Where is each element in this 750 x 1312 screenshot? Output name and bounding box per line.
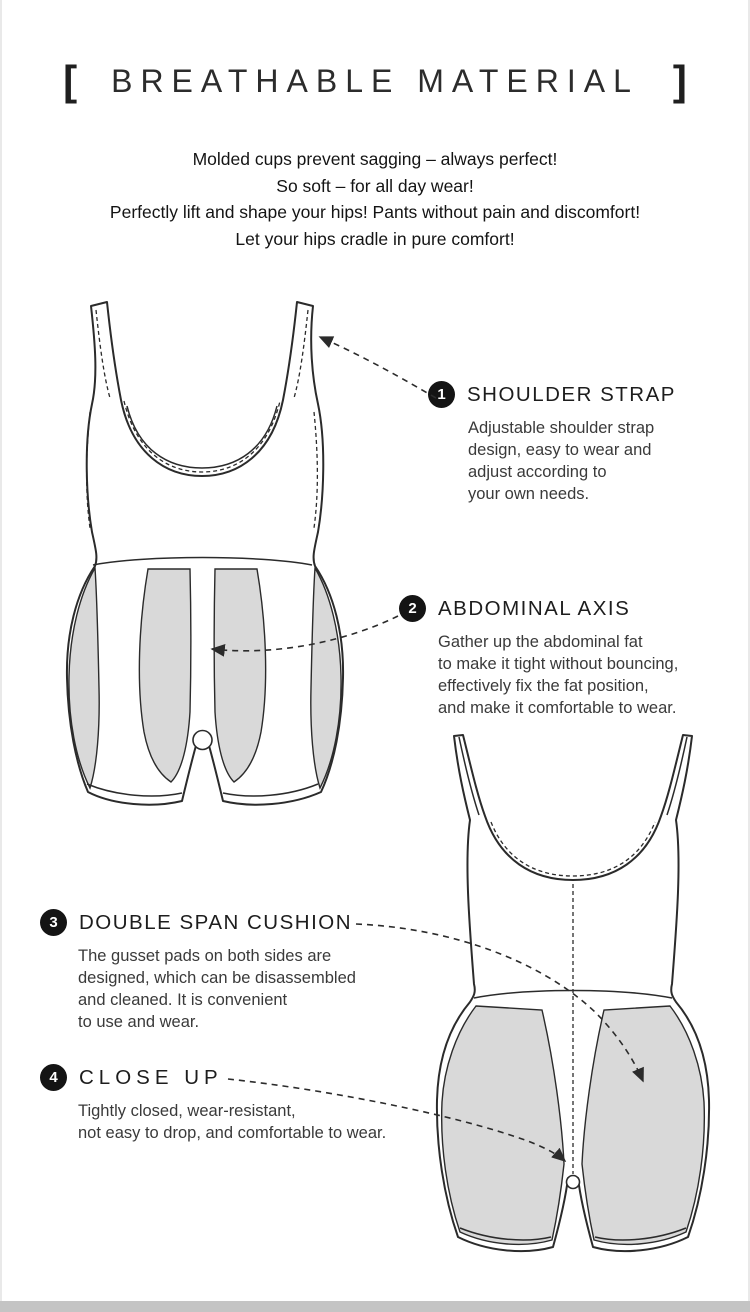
- feature-4-description: Tightly closed, wear-resistant, not easy…: [78, 1102, 387, 1142]
- front-neckline-inner: [126, 405, 278, 469]
- back-scoop-stitch: [490, 821, 656, 877]
- feature-3-title: DOUBLE SPAN CUSHION: [79, 910, 353, 934]
- feature-2-description: Gather up the abdominal fat to make it t…: [438, 633, 679, 717]
- intro-line-1: Molded cups prevent sagging – always per…: [192, 149, 558, 169]
- front-strap-stitch-left: [95, 309, 111, 399]
- front-armhole-stitch-left: [85, 411, 91, 529]
- front-waist-seam: [92, 556, 313, 566]
- feature-double-span-cushion-header: 3 DOUBLE SPAN CUSHION: [40, 909, 356, 936]
- back-bodysuit-illustration: [435, 734, 711, 1253]
- feature-double-span-cushion: 3 DOUBLE SPAN CUSHION The gusset pads on…: [40, 909, 356, 1033]
- front-leg-hem-left: [86, 783, 183, 797]
- page-edge-left: [0, 0, 2, 1312]
- hip-panel-left: [68, 565, 100, 790]
- feature-close-up: 4 CLOSE UP Tightly closed, wear-resistan…: [40, 1064, 386, 1144]
- back-leg-hem-right: [594, 1227, 687, 1241]
- feature-shoulder-strap-header: 1 SHOULDER STRAP: [428, 381, 676, 408]
- feature-abdominal-axis: 2 ABDOMINAL AXIS Gather up the abdominal…: [399, 595, 678, 719]
- back-strap-inner-left: [458, 736, 480, 816]
- front-leg-hem-right: [222, 783, 319, 797]
- feature-4-title: CLOSE UP: [79, 1065, 223, 1089]
- intro-line-4: Let your hips cradle in pure comfort!: [235, 228, 515, 249]
- front-bodysuit-illustration: [65, 301, 345, 806]
- feature-2-number-badge: 2: [399, 595, 426, 622]
- thigh-panel-left: [138, 568, 192, 783]
- back-crotch-keyhole: [565, 1174, 581, 1190]
- feature-1-number-badge: 1: [428, 381, 455, 408]
- intro-text: Molded cups prevent sagging – always per…: [0, 146, 750, 252]
- back-pad-left: [440, 1005, 565, 1246]
- feature-2-title: ABDOMINAL AXIS: [438, 596, 631, 620]
- title-text: BREATHABLE MATERIAL: [111, 62, 639, 99]
- title-bracket-right: ]: [672, 57, 687, 104]
- intro-line-2: So soft – for all day wear!: [276, 175, 474, 196]
- hip-panel-right: [310, 565, 342, 790]
- back-strap-inner-right: [666, 736, 688, 816]
- front-bodysuit-outline: [65, 301, 345, 806]
- feature-shoulder-strap: 1 SHOULDER STRAP Adjustable shoulder str…: [428, 381, 676, 505]
- feature-1-description: Adjustable shoulder strap design, easy t…: [468, 419, 655, 503]
- page-edge-right: [748, 0, 750, 1312]
- front-armhole-stitch-right: [313, 411, 319, 529]
- footer-bar: [0, 1301, 750, 1312]
- intro-line-3: Perfectly lift and shape your hips! Pant…: [109, 202, 641, 222]
- feature-1-title: SHOULDER STRAP: [467, 382, 676, 406]
- feature-4-number-badge: 4: [40, 1064, 67, 1091]
- page-title: [ BREATHABLE MATERIAL ]: [0, 60, 750, 102]
- front-strap-stitch-right: [293, 309, 309, 399]
- front-neckline-stitch: [123, 400, 281, 473]
- front-crotch-keyhole: [192, 729, 213, 751]
- back-pad-right: [581, 1005, 706, 1246]
- feature-abdominal-axis-header: 2 ABDOMINAL AXIS: [399, 595, 678, 622]
- back-leg-hem-left: [459, 1227, 552, 1241]
- feature-close-up-header: 4 CLOSE UP: [40, 1064, 386, 1091]
- title-bracket-left: [: [63, 57, 78, 104]
- feature-3-number-badge: 3: [40, 909, 67, 936]
- feature-3-description: The gusset pads on both sides are design…: [78, 947, 356, 1031]
